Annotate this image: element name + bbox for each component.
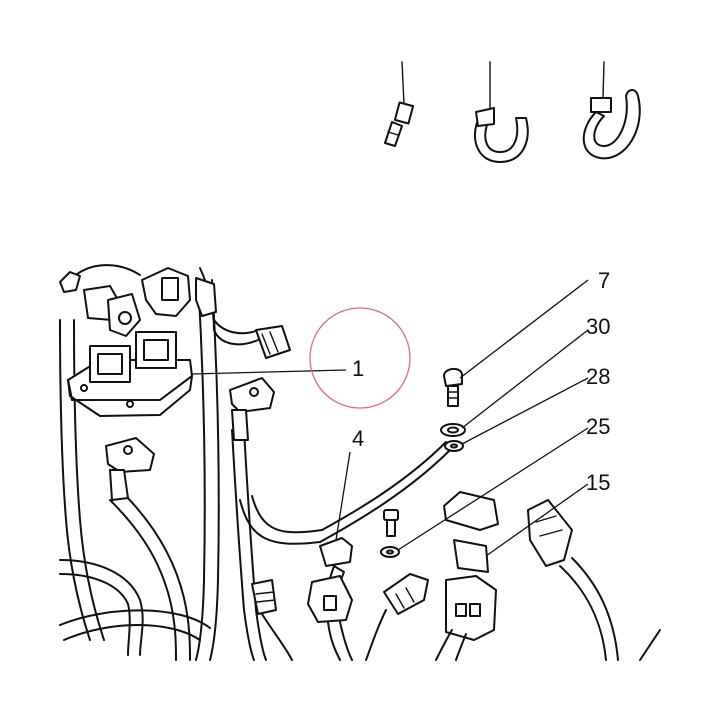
leader-25 <box>397 427 589 551</box>
callout-7: 7 <box>598 268 610 293</box>
leader-15 <box>485 483 589 557</box>
small-screw <box>383 509 399 537</box>
callout-15: 15 <box>586 470 610 495</box>
washer-25 <box>380 546 400 558</box>
callout-4: 4 <box>352 426 364 451</box>
leader-7 <box>459 279 589 379</box>
plug-connector-top <box>255 325 291 359</box>
terminal-pin-part <box>384 61 415 147</box>
lower-connector-left <box>251 579 293 661</box>
leader-30 <box>461 329 589 429</box>
bolt-7 <box>443 368 463 407</box>
ring-terminal-28 <box>444 440 464 452</box>
cable-clip-part <box>474 61 529 163</box>
connector-housing-15 <box>435 491 499 661</box>
terminal-lug-left <box>105 437 155 501</box>
connector-far-right <box>527 499 661 661</box>
relay-block <box>67 331 193 417</box>
connector-4 <box>319 537 353 583</box>
callout-25: 25 <box>586 414 610 439</box>
leader-lines <box>191 279 589 557</box>
lock-washer-30 <box>440 423 466 437</box>
callout-1: 1 <box>352 356 364 381</box>
top-left-connectors <box>59 267 217 337</box>
cable-tie-part <box>582 61 641 160</box>
leader-4 <box>335 451 351 541</box>
lower-connector-right <box>365 573 429 661</box>
leader-1 <box>191 369 347 375</box>
terminal-lug-center <box>229 377 275 441</box>
callout-1-highlight-circle <box>309 307 411 409</box>
callout-28: 28 <box>586 364 610 389</box>
main-wire-bundle <box>59 264 451 661</box>
callout-30: 30 <box>586 314 610 339</box>
lower-connector-center <box>307 575 353 661</box>
leader-28 <box>461 377 589 445</box>
